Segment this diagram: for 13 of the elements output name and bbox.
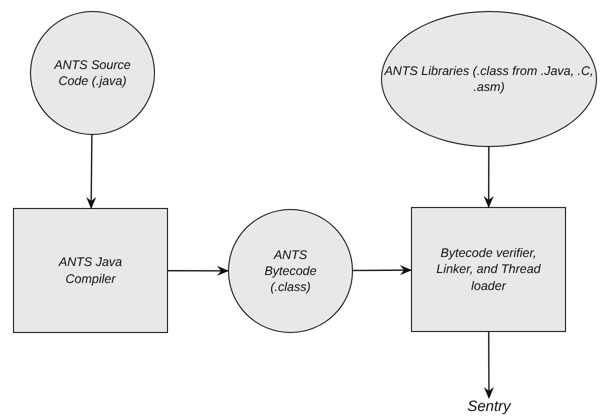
node-label: ANTS Java Compiler <box>57 254 124 287</box>
arrow <box>353 265 412 276</box>
node-label: ANTS Bytecode (.class) <box>263 246 318 296</box>
process-box <box>13 208 168 333</box>
node-label: ANTS Source Code (.java) <box>52 56 132 90</box>
process-box <box>411 207 566 332</box>
output-label: Sentry <box>467 397 511 417</box>
arrow <box>484 332 494 399</box>
node-label: ANTS Libraries (.class from .Java, .C, .asm) <box>384 62 594 96</box>
arrow <box>86 134 96 209</box>
node-label: Bytecode verifier, Linker, and Thread loader <box>435 245 542 294</box>
arrow <box>168 266 229 276</box>
arrow <box>484 147 494 208</box>
